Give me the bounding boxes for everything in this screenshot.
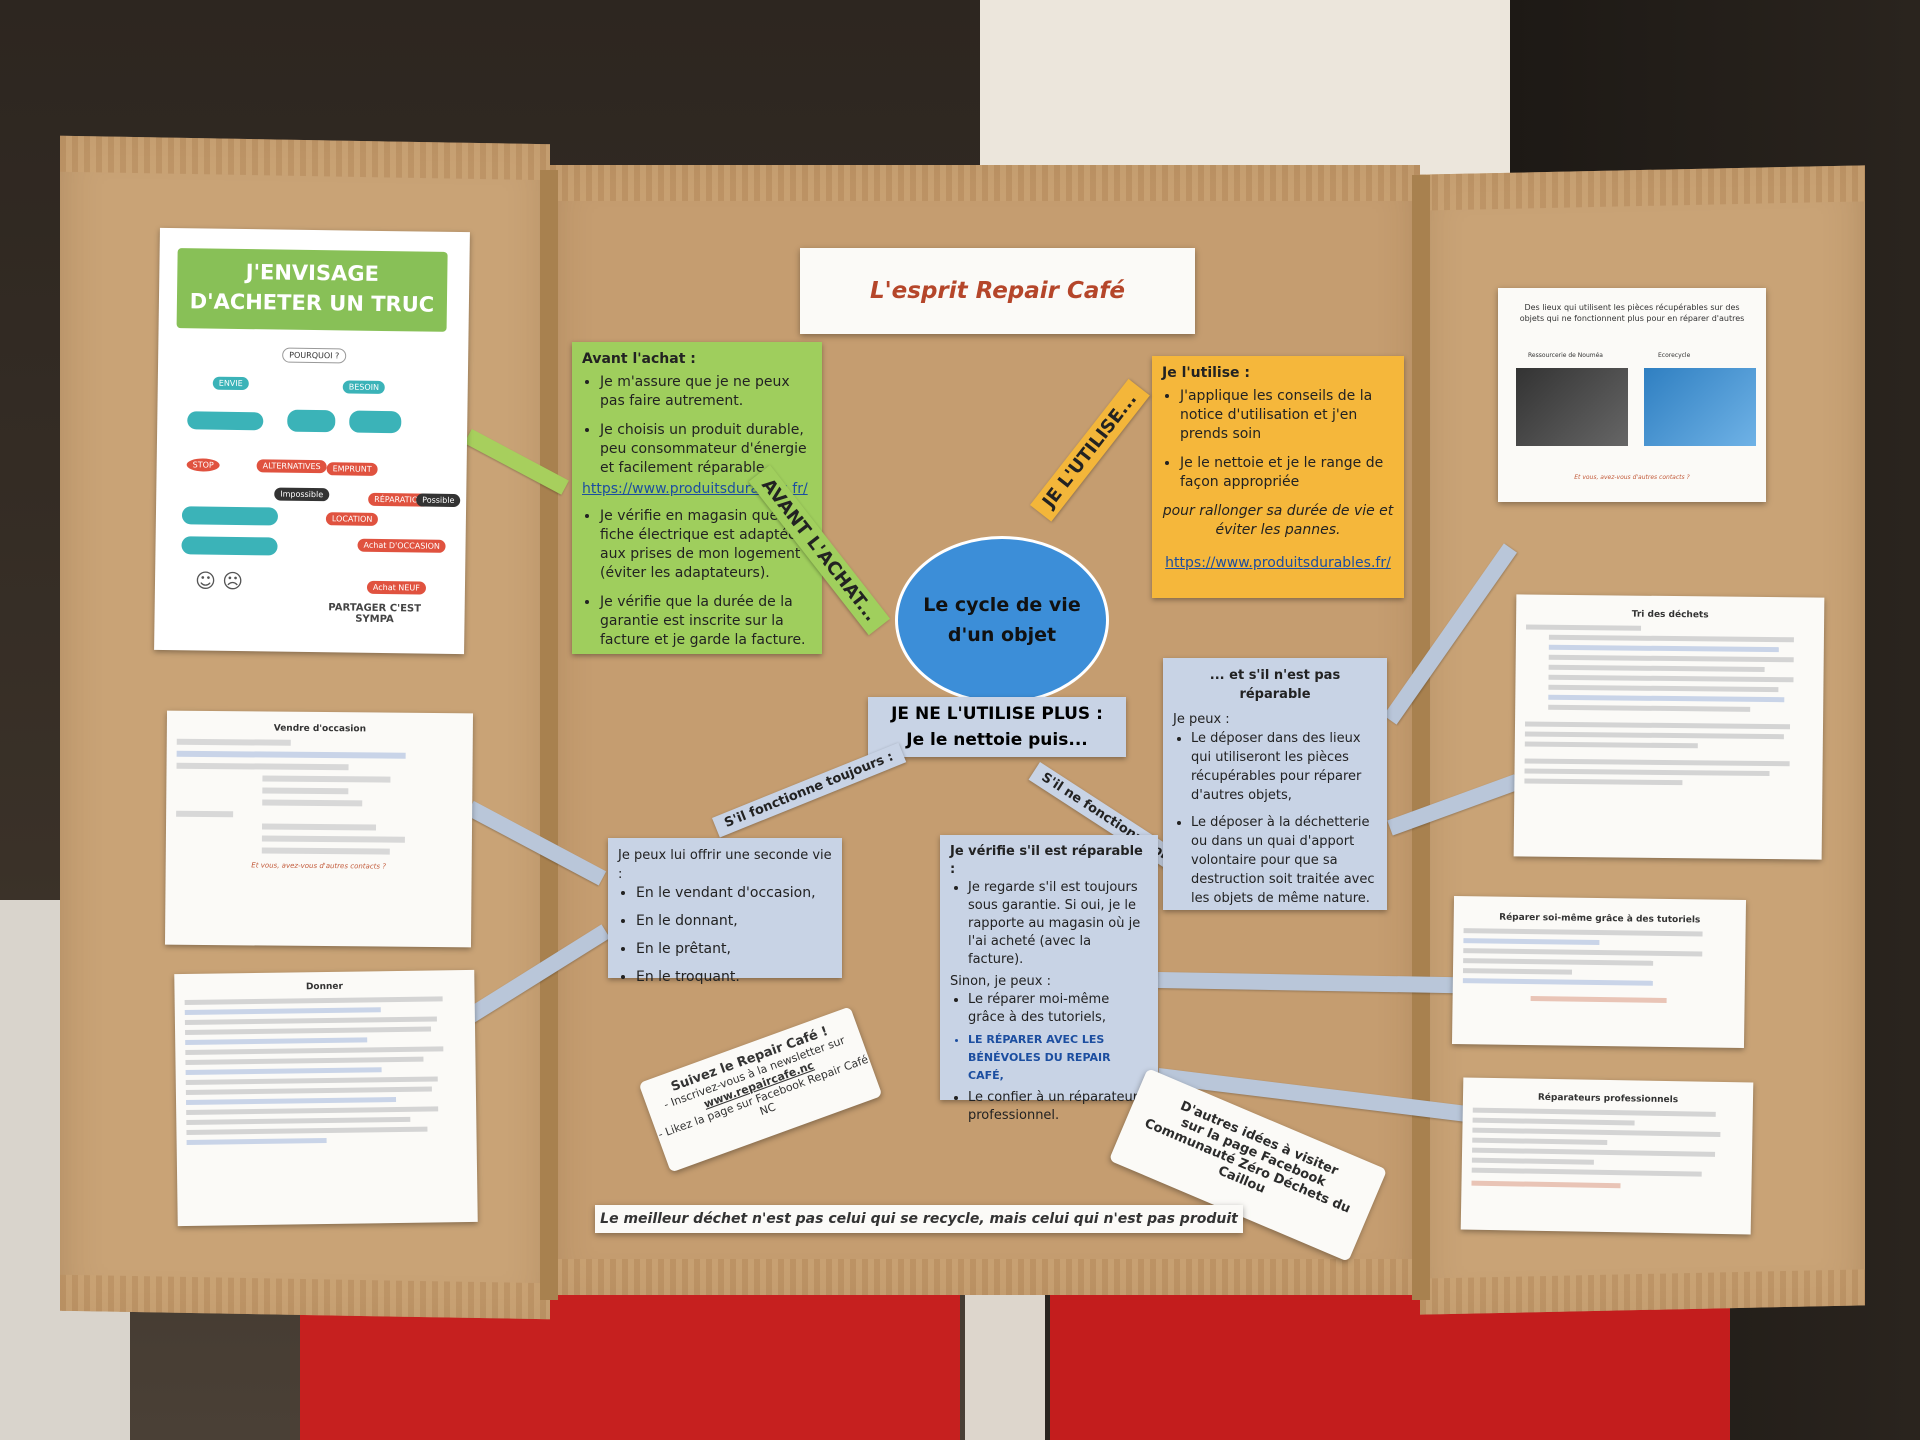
- card-ne-utilise-plus: JE NE L'UTILISE PLUS : Je le nettoie pui…: [868, 697, 1126, 757]
- note-heading: ... et s'il n'est pas réparable: [1209, 668, 1341, 702]
- sheet-title: Des lieux qui utilisent les pièces récup…: [1519, 303, 1745, 323]
- sheet-text-lines: [166, 738, 473, 856]
- note-pas-reparable: ... et s'il n'est pas réparable Je peux …: [1163, 658, 1387, 910]
- list-item: J'applique les conseils de la notice d'u…: [1180, 387, 1394, 444]
- sheet-text-lines: [1461, 1107, 1752, 1190]
- list-item: Je choisis un produit durable, peu conso…: [600, 421, 812, 478]
- note-subheading: Sinon, je peux :: [950, 974, 1051, 989]
- center-label: Le cycle de vie d'un objet: [923, 594, 1081, 646]
- corrugated-edge: [550, 1259, 1420, 1295]
- sheet-text-lines: [1514, 624, 1824, 786]
- card-line: JE NE L'UTILISE PLUS :: [891, 704, 1103, 724]
- sheet-title: Vendre d'occasion: [273, 723, 367, 735]
- flow-node: Achat NEUF: [366, 580, 426, 595]
- list-item: Le réparer moi-même grâce à des tutoriel…: [968, 991, 1148, 1027]
- flow-node: Impossible: [274, 487, 330, 502]
- corrugated-edge: [60, 135, 550, 181]
- list-item: En le prêtant,: [636, 940, 832, 959]
- note-heading: Je peux lui offrir une seconde vie :: [618, 848, 832, 882]
- poster-headline: J'ENVISAGE D'ACHETER UN TRUC: [176, 248, 448, 332]
- center-circle: Le cycle de vie d'un objet: [895, 536, 1109, 704]
- sheet-text-lines: [175, 996, 477, 1145]
- sheet-title: Tri des déchets: [1631, 609, 1709, 621]
- list-item: En le donnant,: [636, 912, 832, 931]
- floor-gap: [965, 1295, 1045, 1440]
- ecorecycle-photo: [1644, 368, 1756, 446]
- poster-footer: PARTAGER C'EST SYMPA: [328, 602, 422, 626]
- flow-node: Achat D'OCCASION: [357, 538, 447, 553]
- flow-node-text: [187, 411, 264, 431]
- list-item: En le vendant d'occasion,: [636, 884, 832, 903]
- list-item: Le déposer à la déchetterie ou dans un q…: [1191, 813, 1377, 908]
- note-heading: Avant l'achat :: [582, 351, 696, 367]
- flow-node: EMPRUNT: [326, 462, 378, 476]
- list-item: Je m'assure que je ne peux pas faire aut…: [600, 373, 812, 411]
- sheet-donner: Donner: [174, 969, 478, 1227]
- sheet-tutoriels: Réparer soi-même grâce à des tutoriels: [1451, 895, 1747, 1049]
- sheet-footer: Et vous, avez-vous d'autres contacts ?: [251, 861, 387, 871]
- flow-node: Possible: [416, 493, 461, 508]
- board-fold: [540, 170, 558, 1300]
- note-verifie-reparable: Je vérifie s'il est réparable : Je regar…: [940, 835, 1158, 1123]
- list-item: Je regarde s'il est toujours sous garant…: [968, 879, 1148, 969]
- list-item: Je vérifie en magasin que la fiche élect…: [600, 507, 812, 583]
- produitsdurables-link[interactable]: https://www.produitsdurables.fr/: [1165, 555, 1391, 571]
- flow-node: LOCATION: [325, 512, 379, 526]
- flowchart-poster: J'ENVISAGE D'ACHETER UN TRUC POURQUOI ? …: [154, 227, 470, 655]
- sheet-text-lines: [1453, 928, 1746, 1004]
- list-item: Je le nettoie et je le range de façon ap…: [1180, 454, 1394, 492]
- list-item: En le troquant.: [636, 968, 832, 987]
- red-chair-right: [1050, 1285, 1730, 1440]
- flow-node-text: [349, 410, 402, 434]
- note-tagline: pour rallonger sa durée de vie et éviter…: [1162, 503, 1394, 538]
- list-item: Je vérifie que la durée de la garantie e…: [600, 593, 812, 650]
- flow-node-text: [181, 506, 279, 526]
- note-heading: Je l'utilise :: [1162, 365, 1251, 381]
- sheet-col-label: Ressourcerie de Nouméa: [1528, 352, 1603, 359]
- note-subheading: Je peux :: [1173, 712, 1230, 727]
- ressourcerie-photo: [1516, 368, 1628, 446]
- flow-node: ALTERNATIVES: [256, 459, 327, 474]
- sheet-title: Réparer soi-même grâce à des tutoriels: [1499, 912, 1701, 926]
- note-seconde-vie: Je peux lui offrir une seconde vie : En …: [608, 838, 842, 985]
- flow-node: STOP: [186, 458, 220, 472]
- bottom-quote: Le meilleur déchet n'est pas celui qui s…: [595, 1205, 1243, 1233]
- corrugated-edge: [550, 165, 1420, 201]
- flow-node: BESOIN: [342, 380, 386, 395]
- sheet-vendre-occasion: Vendre d'occasion Et vous, avez-vous d'a…: [164, 710, 474, 948]
- background-wall-light: [980, 0, 1520, 190]
- note-heading: Je vérifie s'il est réparable :: [950, 844, 1143, 877]
- sheet-title: Réparateurs professionnels: [1537, 1092, 1679, 1106]
- board-fold: [1412, 175, 1430, 1300]
- flow-node-text: [181, 536, 278, 556]
- board-title: L'esprit Repair Café: [800, 248, 1195, 334]
- sheet-footer: Et vous, avez-vous d'autres contacts ?: [1574, 474, 1690, 481]
- card-line: Je le nettoie puis...: [906, 730, 1088, 750]
- flow-node: ENVIE: [212, 376, 249, 391]
- sheet-reparateurs-pros: Réparateurs professionnels: [1460, 1077, 1754, 1235]
- list-item: Le confier à un réparateur professionnel…: [968, 1089, 1148, 1125]
- smiley-icons: ☺ ☹: [194, 568, 244, 594]
- flow-node-text: [287, 409, 336, 433]
- note-je-utilise: Je l'utilise : J'applique les conseils d…: [1152, 356, 1404, 598]
- sheet-col-label: Ecorecycle: [1658, 352, 1691, 359]
- list-item-repair-cafe: LE RÉPARER AVEC LES BÉNÉVOLES DU REPAIR …: [968, 1031, 1148, 1085]
- list-item: Le déposer dans des lieux qui utiliseron…: [1191, 729, 1377, 805]
- sheet-lieux-pieces: Des lieux qui utilisent les pièces récup…: [1498, 288, 1766, 502]
- sheet-tri-dechets: Tri des déchets: [1513, 594, 1825, 860]
- flow-node: POURQUOI ?: [282, 347, 347, 364]
- sheet-title: Donner: [305, 981, 344, 993]
